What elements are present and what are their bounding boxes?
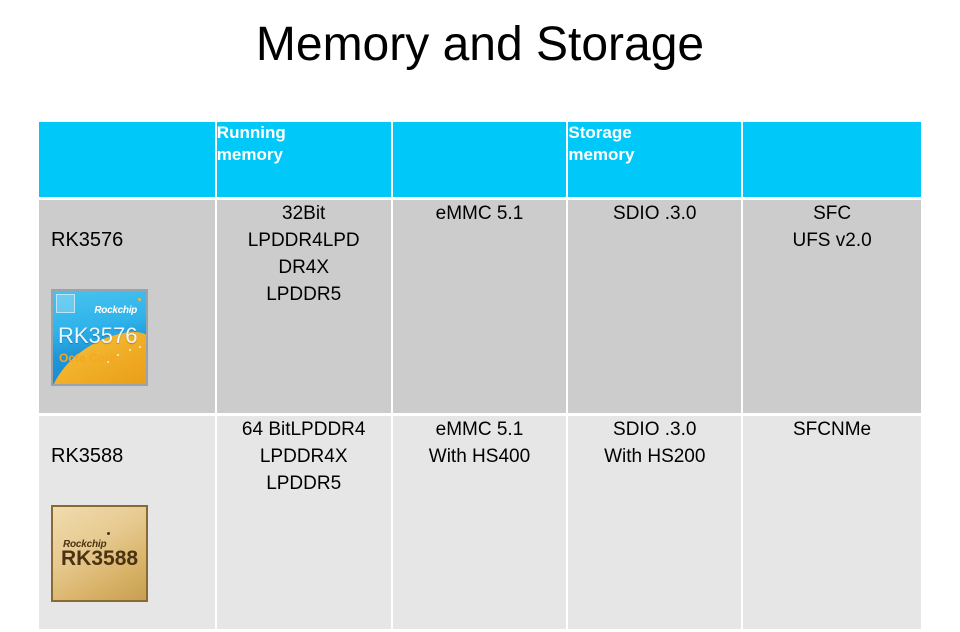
table-row: RK3576 Rockchip RK3576 Octa Core 32Bit L… (39, 200, 921, 413)
row-rk3588-chip-cell: RK3588 Rockchip RK3588 (39, 416, 215, 629)
row-rk3588-running-memory: 64 BitLPDDR4 LPDDR4X LPDDR5 (216, 416, 391, 629)
chip-subtitle-text: Octa Core (59, 351, 117, 365)
header-cell-storage-memory: Storage memory (568, 122, 742, 197)
slide-canvas: Memory and Storage Running memory Storag… (39, 18, 921, 629)
header-cell-chip (39, 122, 215, 197)
page-title: Memory and Storage (255, 18, 705, 71)
chip-model-text: RK3588 (61, 547, 139, 570)
rockchip-logo: Rockchip (63, 531, 111, 558)
row-rk3588-emmc: eMMC 5.1 With HS400 (392, 416, 567, 629)
rockchip-logo-text: Rockchip (63, 539, 107, 550)
row-rk3576-sdio: SDIO .3.0 (568, 200, 742, 413)
memory-storage-table: Running memory Storage memory RK3576 Roc… (37, 119, 923, 632)
row-rk3588-label: RK3588 (51, 445, 124, 467)
chip-model-text: RK3576 (58, 323, 138, 348)
row-rk3588-sdio: SDIO .3.0 With HS200 (568, 416, 742, 629)
row-rk3576-chip-cell: RK3576 Rockchip RK3576 Octa Core (39, 200, 215, 413)
rockchip-logo: Rockchip (94, 297, 141, 324)
table-header-row: Running memory Storage memory (39, 122, 921, 197)
header-cell-empty-3 (392, 122, 567, 197)
rk3576-chip-image: Rockchip RK3576 Octa Core (51, 289, 148, 386)
row-rk3576-emmc: eMMC 5.1 (392, 200, 567, 413)
row-rk3588-sfc: SFCNMe (743, 416, 921, 629)
rk3588-chip-image: Rockchip RK3588 (51, 505, 148, 602)
row-rk3576-sfc: SFC UFS v2.0 (743, 200, 921, 413)
row-rk3576-label: RK3576 (51, 229, 124, 251)
header-cell-running-memory: Running memory (216, 122, 391, 197)
header-cell-empty-5 (743, 122, 921, 197)
row-rk3576-running-memory: 32Bit LPDDR4LPD DR4X LPDDR5 (216, 200, 391, 413)
rockchip-logo-dot-icon (107, 532, 111, 535)
chip-sparkle-dots-icon (105, 345, 146, 371)
rockchip-logo-dot-icon (138, 298, 141, 301)
table-row: RK3588 Rockchip RK3588 64 BitLPDDR4 LPDD… (39, 416, 921, 629)
chip-corner-notch-icon (56, 294, 75, 313)
rockchip-logo-text: Rockchip (94, 305, 137, 316)
